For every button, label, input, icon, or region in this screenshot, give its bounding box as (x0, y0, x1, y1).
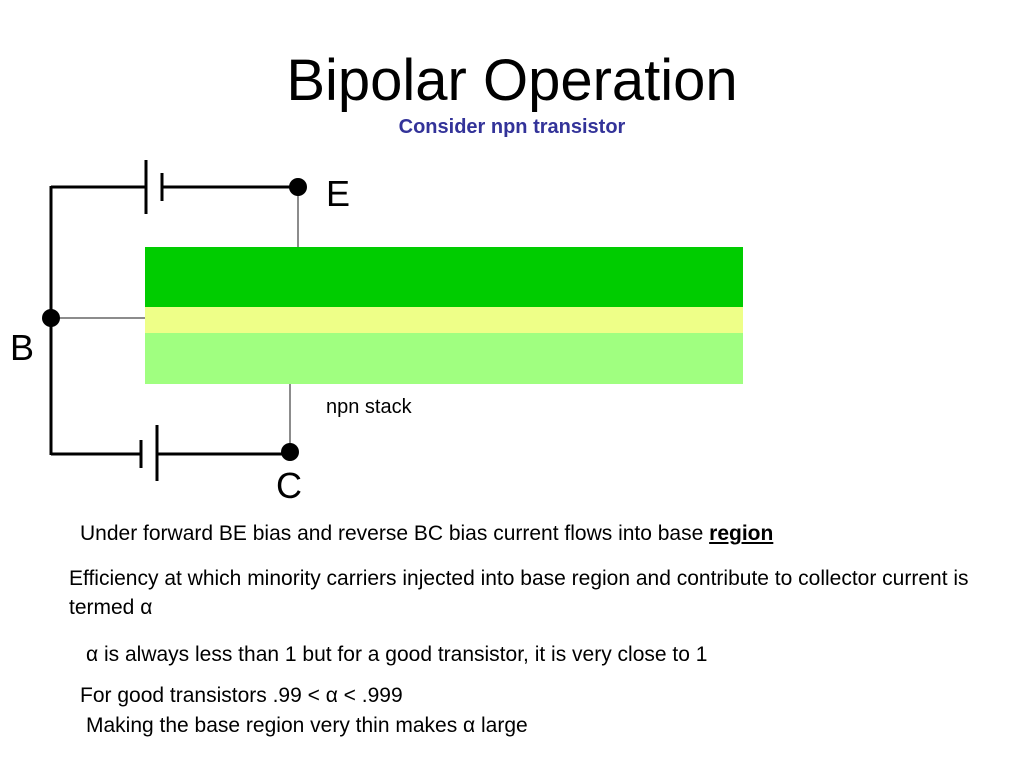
bullet-line-1-emphasis: region (709, 522, 774, 545)
efficiency-paragraph: Efficiency at which minority carriers in… (69, 567, 969, 619)
emitter-terminal-dot (289, 178, 307, 196)
slide-title: Bipolar Operation (286, 48, 738, 113)
collector-terminal-dot (281, 443, 299, 461)
slide-subtitle: Consider npn transistor (398, 116, 626, 138)
thin-base-note: Making the base region very thin makes α… (86, 714, 528, 737)
collector-layer (145, 333, 743, 384)
base-layer (145, 307, 743, 333)
alpha-statement: α is always less than 1 but for a good t… (86, 643, 708, 666)
emitter-layer (145, 247, 743, 307)
base-label: B (10, 327, 34, 368)
base-terminal-dot (42, 309, 60, 327)
good-transistor-range: For good transistors .99 < α < .999 (80, 684, 403, 707)
bullet-line-1-text: Under forward BE bias and reverse BC bia… (80, 522, 710, 545)
collector-label: C (276, 465, 302, 506)
emitter-label: E (326, 173, 350, 214)
stack-caption: npn stack (326, 396, 413, 418)
bullet-line-1: Under forward BE bias and reverse BC bia… (80, 520, 773, 548)
